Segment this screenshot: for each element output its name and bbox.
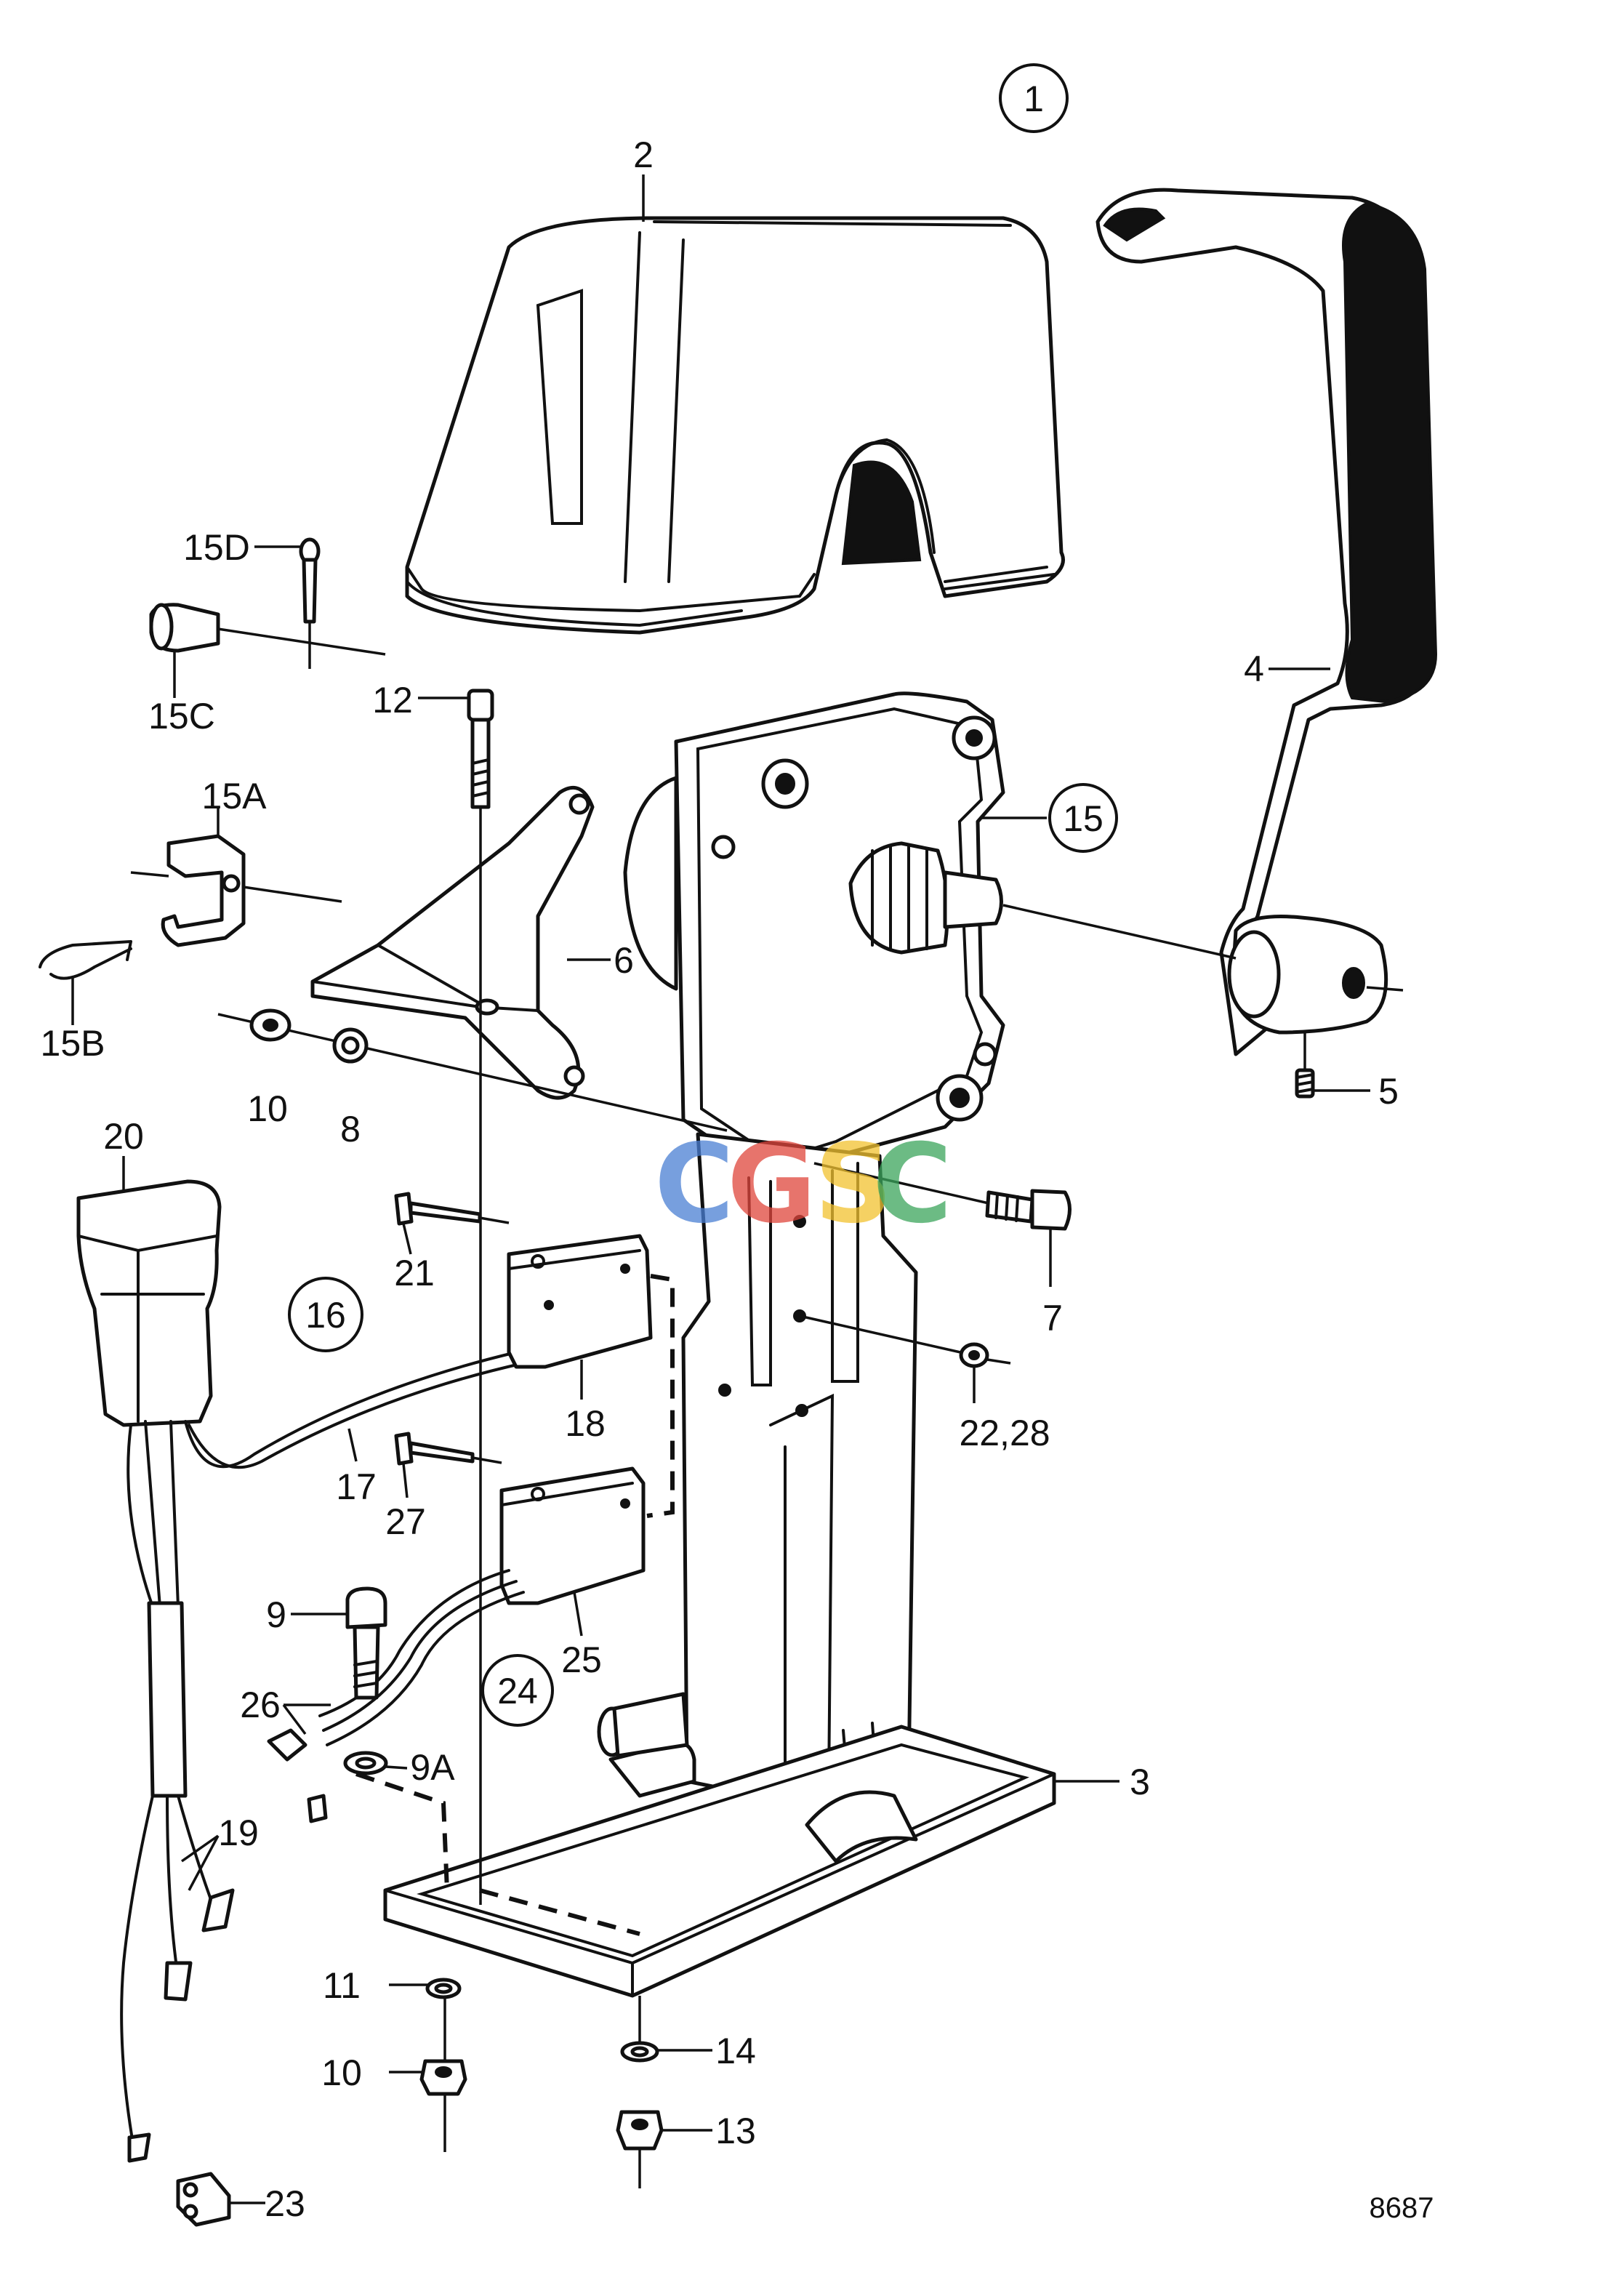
callout-10-bottom: 10 xyxy=(321,2052,362,2093)
callout-5: 5 xyxy=(1378,1071,1399,1112)
nut-10-bottom xyxy=(389,1997,467,2152)
set-screw xyxy=(1295,1032,1370,1099)
callout-11: 11 xyxy=(323,1965,361,2006)
leader-17 xyxy=(347,1428,358,1462)
callout-21: 21 xyxy=(394,1253,435,1293)
callout-15b: 15B xyxy=(41,1023,105,1064)
nut-13 xyxy=(616,2110,712,2188)
watermark-letter-1: C xyxy=(654,1121,734,1248)
hairpin-clip-15b xyxy=(39,940,132,1025)
bolt-7 xyxy=(813,1162,1072,1287)
callout-14: 14 xyxy=(715,2031,756,2071)
callout-22-28: 22,28 xyxy=(959,1413,1050,1453)
wiring-harness xyxy=(120,1351,525,2163)
base-plate xyxy=(383,1692,1119,1998)
control-lever-handle xyxy=(1096,188,1438,1056)
callout-27: 27 xyxy=(385,1501,426,1542)
washer-14 xyxy=(620,1996,712,2063)
nut-and-washer xyxy=(217,1008,728,1132)
screw-27 xyxy=(394,1432,502,1498)
washer-9a xyxy=(343,1751,449,1891)
screw-9 xyxy=(291,1586,387,1700)
callout-16: 16 xyxy=(305,1295,346,1336)
callout-26: 26 xyxy=(240,1685,281,1725)
callout-circle-24 xyxy=(481,1654,554,1727)
watermark-letter-4: C xyxy=(872,1121,952,1248)
screw-21 xyxy=(394,1192,510,1255)
callout-12: 12 xyxy=(372,680,413,720)
callout-24: 24 xyxy=(497,1671,538,1711)
callout-4: 4 xyxy=(1244,649,1264,689)
callout-9: 9 xyxy=(266,1594,286,1635)
callout-23: 23 xyxy=(265,2183,305,2224)
callout-19: 19 xyxy=(218,1813,259,1853)
watermark-logo: C G S C xyxy=(654,1121,952,1248)
microswitch-25 xyxy=(318,1466,646,1746)
callout-17: 17 xyxy=(336,1466,377,1507)
callout-15c: 15C xyxy=(148,696,215,736)
connector-23 xyxy=(176,2172,265,2227)
switch-20 xyxy=(76,1156,222,1427)
callout-20: 20 xyxy=(103,1116,144,1157)
nut-22-28 xyxy=(959,1342,1011,1403)
pin-15c xyxy=(149,603,386,698)
callout-15d: 15D xyxy=(183,527,250,568)
watermark-letter-2: G xyxy=(727,1121,816,1248)
microswitch-18 xyxy=(507,1234,675,1518)
callout-2: 2 xyxy=(633,135,654,175)
washer-11 xyxy=(389,1978,462,1999)
mounting-bracket xyxy=(310,785,611,1100)
callout-15a: 15A xyxy=(202,776,268,816)
callout-9a: 9A xyxy=(410,1747,455,1788)
dashed-connector xyxy=(479,1888,640,1936)
callout-8: 8 xyxy=(340,1109,361,1149)
cover-housing xyxy=(405,216,1065,635)
callout-10-top: 10 xyxy=(247,1088,288,1129)
callout-13: 13 xyxy=(715,2111,756,2151)
control-unit-gearbox xyxy=(623,691,1237,1863)
callout-circle-16 xyxy=(288,1277,363,1352)
callout-25: 25 xyxy=(561,1639,602,1680)
callout-7: 7 xyxy=(1042,1298,1063,1338)
callout-circle-15 xyxy=(1048,783,1118,853)
terminals-26 xyxy=(267,1703,331,1823)
callout-18: 18 xyxy=(565,1403,606,1444)
cotter-pin-15d xyxy=(254,537,321,669)
callout-3: 3 xyxy=(1130,1762,1150,1802)
callout-15: 15 xyxy=(1063,798,1103,839)
watermark-letter-3: S xyxy=(814,1121,893,1248)
callout-circle-1 xyxy=(999,63,1069,133)
callout-1: 1 xyxy=(1024,79,1044,119)
cap-screw-12 xyxy=(418,689,494,1905)
callout-6: 6 xyxy=(614,940,634,981)
drawing-number: 8687 xyxy=(1370,2192,1434,2224)
clip-15a xyxy=(130,807,342,947)
